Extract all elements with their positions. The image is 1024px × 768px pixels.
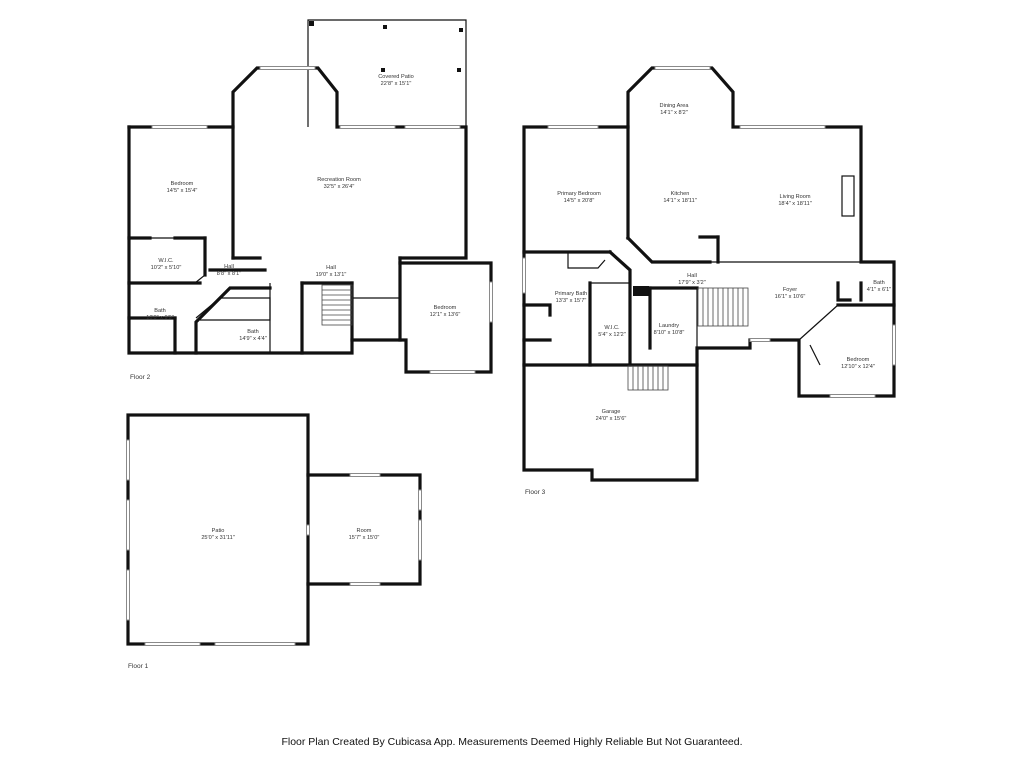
room-name: Primary Bath — [555, 291, 587, 297]
room-name: Bedroom — [434, 305, 457, 311]
room-name: Covered Patio — [378, 74, 413, 80]
floor-label: Floor 1 — [128, 663, 149, 670]
room-dims: 14'5" x 20'8" — [564, 198, 595, 204]
room-name: W.I.C. — [604, 325, 620, 331]
room-name: Patio — [212, 528, 225, 534]
covered-patio-outline — [307, 19, 467, 127]
room-name: Living Room — [779, 194, 810, 200]
room-dims: 4'1" x 6'1" — [867, 287, 891, 293]
room-name: Kitchen — [671, 191, 690, 197]
room-name: Hall — [224, 264, 234, 270]
room-dims: 5'4" x 12'2" — [598, 332, 626, 338]
room-name: Dining Area — [660, 103, 690, 109]
room-name: Bath — [154, 308, 166, 314]
room-dims: 10'2" x 5'10" — [151, 265, 182, 271]
room-dims: 16'1" x 10'6" — [775, 294, 806, 300]
disclaimer-footer: Floor Plan Created By Cubicasa App. Meas… — [281, 736, 743, 748]
room-name: Primary Bedroom — [557, 191, 601, 197]
floor-2-plan — [127, 19, 493, 374]
room-name: Bath — [247, 329, 259, 335]
room-name: Bedroom — [847, 357, 870, 363]
room-name: Bedroom — [171, 181, 194, 187]
room-dims: 14'9" x 4'4" — [239, 336, 267, 342]
room-name: Hall — [326, 265, 336, 271]
room-dims: 14'1" x 8'2" — [660, 110, 688, 116]
room-dims: 32'5" x 26'4" — [324, 184, 355, 190]
room-name: Room — [357, 528, 372, 534]
room-dims: 18'4" x 18'11" — [778, 201, 811, 207]
room-dims: 14'1" x 18'11" — [663, 198, 696, 204]
room-dims: 14'5" x 15'4" — [167, 188, 198, 194]
room-dims: 10'0" x 9'9" — [146, 315, 174, 321]
room-dims: 13'3" x 15'7" — [556, 298, 587, 304]
room-dims: 22'8" x 15'1" — [381, 81, 412, 87]
room-dims: 8'8" x 8'1" — [217, 271, 241, 277]
floor-label: Floor 2 — [130, 374, 151, 381]
room-dims: 24'0" x 15'6" — [596, 416, 627, 422]
room-name: W.I.C. — [158, 258, 174, 264]
room-dims: 12'10" x 12'4" — [841, 364, 875, 370]
room-dims: 25'0" x 31'11" — [201, 535, 234, 541]
room-dims: 19'0" x 13'1" — [316, 272, 347, 278]
room-dims: 17'9" x 3'2" — [678, 280, 706, 286]
room-dims: 15'7" x 15'0" — [349, 535, 380, 541]
room-name: Hall — [687, 273, 697, 279]
room-dims: 12'1" x 13'6" — [430, 312, 461, 318]
room-name: Laundry — [659, 323, 679, 329]
floor-3-plan — [522, 66, 896, 482]
floor-label: Floor 3 — [525, 489, 546, 496]
room-name: Garage — [602, 409, 621, 415]
room-name: Bath — [873, 280, 885, 286]
room-name: Recreation Room — [317, 177, 361, 183]
floor-1-plan — [126, 413, 422, 646]
room-dims: 8'10" x 10'8" — [654, 330, 685, 336]
room-name: Foyer — [783, 287, 797, 293]
